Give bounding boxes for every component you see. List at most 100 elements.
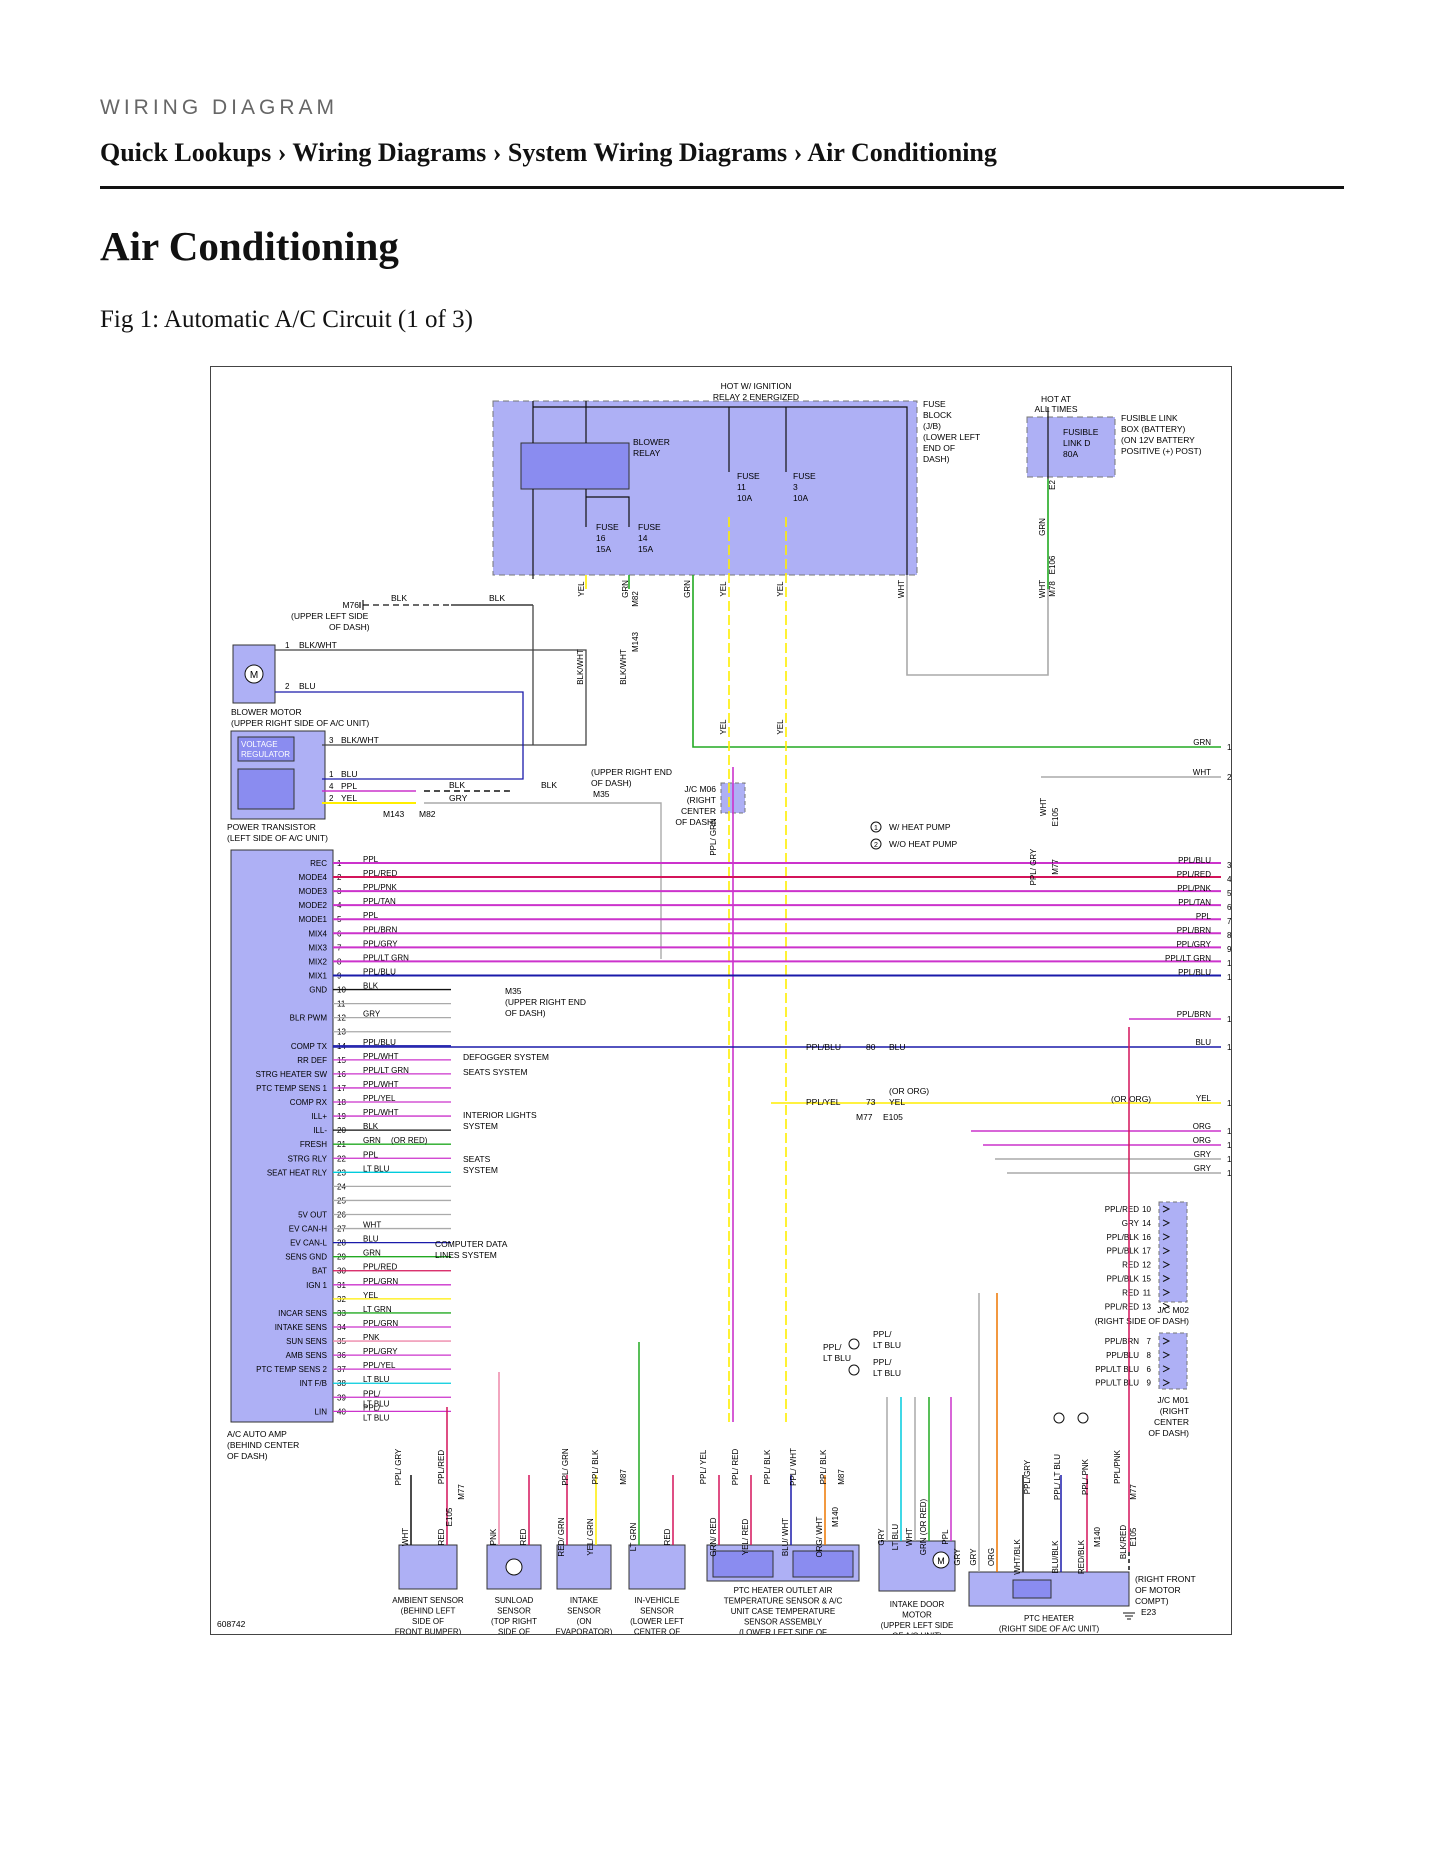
component-label-line: (LOWER LEFT SIDE OF xyxy=(739,1628,827,1634)
section-kicker: WIRING DIAGRAM xyxy=(100,96,338,119)
vertical-wire-label: WHT xyxy=(1038,580,1047,598)
component-label-line: MOTOR xyxy=(902,1611,932,1620)
jc-m06-label: CENTER xyxy=(681,806,716,816)
amp-wire-label: PPL/WHT xyxy=(363,1052,399,1061)
fuse-label-line: 10A xyxy=(793,493,808,503)
component-label-line: AMBIENT SENSOR xyxy=(392,1596,464,1605)
amp-wire-label: PNK xyxy=(363,1333,380,1342)
wire-label: BLU xyxy=(889,1042,906,1052)
vertical-wire-label: RED/BLK xyxy=(1077,1539,1086,1574)
blower-motor-label: (UPPER RIGHT SIDE OF A/C UNIT) xyxy=(231,718,369,728)
fusible-link-box xyxy=(1026,416,1116,478)
amp-pin-name: STRG HEATER SW xyxy=(256,1070,328,1079)
component-label-line: UNIT CASE TEMPERATURE xyxy=(731,1607,835,1616)
amp-pin-name: MIX2 xyxy=(308,957,327,966)
jc-pin-number: 14 xyxy=(1142,1219,1151,1228)
breadcrumb[interactable]: Quick Lookups › Wiring Diagrams › System… xyxy=(100,138,997,167)
jc-pin-symbol xyxy=(1162,1337,1171,1345)
right-wire-label: PPL/BRN xyxy=(1177,1010,1211,1019)
jc-m01-label: CENTER xyxy=(1154,1417,1189,1427)
fuse-block-wiring xyxy=(532,401,1049,579)
blower-relay-line: BLOWER xyxy=(633,437,670,447)
jc-pin-symbol xyxy=(1162,1233,1171,1241)
wire-label: BLK/WHT xyxy=(341,735,379,745)
component-label-line: (ON xyxy=(577,1617,592,1626)
vertical-wire-label: PPL/ RED xyxy=(731,1449,740,1486)
vertical-wire-label: BLU/ WHT xyxy=(781,1518,790,1556)
vertical-wire-label: PNK xyxy=(489,1528,498,1545)
amp-pin-name: AMB SENS xyxy=(286,1351,327,1360)
amp-wire-label: LT BLU xyxy=(363,1413,390,1422)
vertical-wire-label: YEL/ GRN xyxy=(586,1518,595,1556)
amp-pin-name: SENS GND xyxy=(285,1253,327,1262)
amp-wire-label: BLU xyxy=(363,1235,379,1244)
blower-relay-line: RELAY xyxy=(633,448,661,458)
right-wire-label: GRY xyxy=(1194,1164,1212,1173)
page-title: Air Conditioning xyxy=(100,223,399,269)
right-wire-label: PPL/BLU xyxy=(1178,856,1211,865)
right-pin-number: 8 xyxy=(1227,931,1231,940)
wire-label: LT BLU xyxy=(873,1340,901,1350)
m35-loc-b: OF DASH) xyxy=(505,1008,546,1018)
dest-seats: SEATS SYSTEM xyxy=(463,1067,528,1077)
component-label-line: PTC HEATER xyxy=(1024,1614,1074,1623)
jc-pin-symbol xyxy=(1162,1219,1171,1227)
dest-computer: LINES SYSTEM xyxy=(435,1250,497,1260)
component-label-line: PTC HEATER OUTLET AIR xyxy=(734,1586,833,1595)
intake-sensor xyxy=(556,1544,612,1590)
vertical-wire-label: GRN/ RED xyxy=(709,1517,718,1556)
vertical-wire-label: M82 xyxy=(631,591,640,607)
fusible-link-d: FUSIBLE LINK D 80A xyxy=(1063,427,1099,459)
vertical-wire-label: YEL xyxy=(776,581,785,597)
jc-pin-symbol xyxy=(1162,1351,1171,1359)
right-wire-label: BLU xyxy=(1195,1038,1211,1047)
jc-m01-label: (RIGHT xyxy=(1160,1406,1189,1416)
amp-pin-name: MIX3 xyxy=(308,943,327,952)
component-label-line: OF A/C UNIT) xyxy=(892,1632,942,1635)
wire-label: BLU xyxy=(341,769,358,779)
vertical-wire-label: WHT xyxy=(401,1528,410,1546)
fusible-box-label: FUSIBLE LINK BOX (BATTERY) (ON 12V BATTE… xyxy=(1121,413,1202,456)
amp-wire-label: PPL/RED xyxy=(363,869,397,878)
m35-label-a: M35 xyxy=(593,789,610,799)
fusible-link-line: LINK D xyxy=(1063,438,1090,448)
wire-label: PPL/ xyxy=(873,1357,892,1367)
m35-loc-a: (UPPER RIGHT END xyxy=(591,767,672,777)
amp-pin-name: FRESH xyxy=(300,1140,327,1149)
vertical-wire-label: YEL xyxy=(719,719,728,735)
jc-pin-number: 17 xyxy=(1142,1247,1151,1256)
fuse-11-label: FUSE 11 10A xyxy=(737,471,760,503)
legend-marker-1 xyxy=(870,821,882,833)
amp-pin-name: GND xyxy=(309,986,327,995)
amp-pin-name: EV CAN-H xyxy=(289,1225,327,1234)
power-transistor-label: POWER TRANSISTOR xyxy=(227,822,316,832)
amp-wire-label: PPL xyxy=(363,911,379,920)
dest-seats-2: SYSTEM xyxy=(463,1165,498,1175)
amp-wire-label: PPL/GRY xyxy=(363,1347,398,1356)
jc-m01-label: OF DASH) xyxy=(1148,1428,1189,1438)
jc-pin-number: 9 xyxy=(1147,1379,1152,1388)
pin-label: 1 xyxy=(285,641,290,650)
vertical-wire-label: PPL/PNK xyxy=(1113,1449,1122,1483)
right-pin-number: 6 xyxy=(1227,903,1231,912)
m76-loc: OF DASH) xyxy=(329,622,370,632)
hot-ign-label: HOT W/ IGNITION xyxy=(721,381,792,391)
intake-motor-icon xyxy=(932,1551,950,1569)
amp-wire-label: LT BLU xyxy=(363,1399,390,1408)
right-pin-number: 1 xyxy=(1227,743,1231,752)
wire-label: YEL xyxy=(889,1097,905,1107)
jc-pin-symbol xyxy=(1162,1379,1171,1387)
component-label-line: SENSOR ASSEMBLY xyxy=(744,1618,823,1627)
component-label-line: SIDE OF xyxy=(412,1617,444,1626)
fuse-block-label: FUSE BLOCK (J/B) (LOWER LEFT END OF DASH… xyxy=(923,399,980,464)
amp-pin-name: MIX4 xyxy=(308,929,327,938)
fusible-box-line: BOX (BATTERY) xyxy=(1121,424,1186,434)
fuse-3-label: FUSE 3 10A xyxy=(793,471,816,503)
vertical-wire-label: RED xyxy=(437,1528,446,1545)
sunload-icon xyxy=(505,1558,523,1576)
connector-label: M77 xyxy=(856,1112,873,1122)
vertical-wire-label: PPL/ PNK xyxy=(1081,1458,1090,1495)
switch-marker-2b xyxy=(1053,1412,1065,1424)
jc-pin-symbol xyxy=(1162,1275,1171,1282)
